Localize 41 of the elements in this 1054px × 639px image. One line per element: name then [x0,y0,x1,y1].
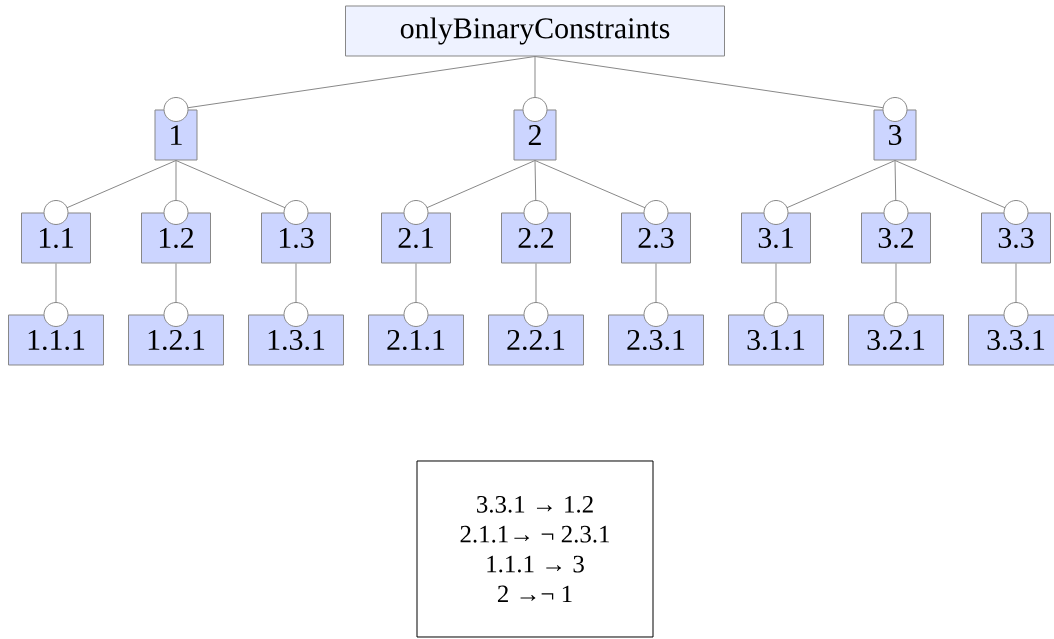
feature-box: 2.3 [621,212,691,264]
feature-box: 2.1.1 [368,314,464,366]
feature-box: 1.2.1 [128,314,224,366]
connector [163,56,536,122]
feature-box: 1.1.1 [8,314,104,366]
connector [163,263,189,327]
connector [523,263,549,327]
connector [883,160,909,225]
feature-box: 1.3 [261,212,331,264]
connector [283,263,309,327]
connector [534,160,669,225]
feature-box: 2.2.1 [488,314,584,366]
connector [522,56,548,122]
connector [523,160,549,225]
connector [43,160,177,225]
feature-box: 3.2.1 [848,314,944,366]
connector [883,263,909,327]
connector [403,263,429,327]
feature-box: 3.1.1 [728,314,824,366]
connector [894,160,1029,225]
connector [403,160,536,225]
root-feature-box: onlyBinaryConstraints [345,5,725,57]
connector [643,263,669,327]
constraints-box: 3.3.1 → 1.2 2.1.1→ ¬ 2.3.1 1.1.1 → 3 2 →¬ 1 [416,460,654,638]
feature-box: 3.3 [981,212,1051,264]
feature-box: 2.2 [501,212,571,264]
feature-box: 3.2 [861,212,931,264]
connector [43,263,69,327]
feature-box: 2.1 [381,212,451,264]
feature-box: 1.3.1 [248,314,344,366]
connector [175,160,309,225]
connector [763,160,896,225]
feature-box: 1.1 [21,212,91,264]
connector [763,263,789,327]
feature-box: 2.3.1 [608,314,704,366]
feature-box: 1.2 [141,212,211,264]
feature-box: 3.1 [741,212,811,264]
connector [534,56,908,122]
feature-box: 3.3.1 [968,314,1054,366]
connector [1003,263,1029,327]
connector [163,160,189,225]
